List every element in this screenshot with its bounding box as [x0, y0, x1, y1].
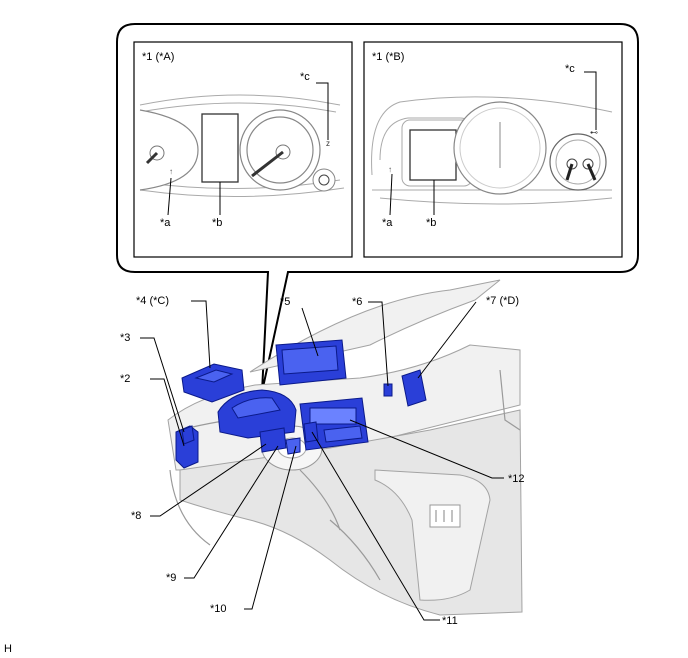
panel-a-callout-a: *a [160, 217, 171, 229]
panel-a: *1 (*A) ↑ z *a *b *c [133, 41, 353, 258]
panel-b-title: *1 (*B) [372, 51, 404, 63]
part-9-label: *9 [166, 572, 176, 584]
vehicle-interior [167, 279, 523, 616]
svg-text:↑: ↑ [169, 167, 173, 176]
part-6-label: *6 [352, 296, 362, 308]
parts-highlighted [175, 339, 427, 469]
svg-text:↑: ↑ [388, 165, 392, 174]
speedometer-left-gauge [139, 109, 199, 191]
panel-a-title: *1 (*A) [142, 51, 174, 63]
panel-a-callout-c: *c [300, 71, 310, 83]
part-12-label: *12 [508, 473, 525, 485]
part-7-label: *7 (*D) [486, 295, 519, 307]
multi-information-display [201, 113, 239, 183]
panel-b-callout-c: *c [565, 63, 575, 75]
multi-information-display [409, 129, 457, 181]
panel-b-callout-a: *a [382, 217, 393, 229]
part-4-label: *4 (*C) [136, 295, 169, 307]
sub-meter [549, 133, 607, 191]
part-leaders [140, 300, 504, 621]
panel-b-callout-b: *b [426, 217, 436, 229]
panel-b: *1 (*B) ↑ ⊷ *a *b *c [363, 41, 623, 258]
part-5-label: *5 [280, 296, 290, 308]
panel-a-callout-b: *b [212, 217, 222, 229]
svg-text:⊷: ⊷ [590, 128, 598, 137]
svg-text:z: z [326, 139, 330, 148]
part-10-label: *10 [210, 603, 227, 615]
figure-code: H [4, 643, 12, 655]
part-3-label: *3 [120, 332, 130, 344]
part-7-shape [401, 369, 427, 407]
part-8-label: *8 [131, 510, 141, 522]
part-2-label: *2 [120, 373, 130, 385]
part-11-label: *11 [442, 615, 458, 627]
part-3-shape [181, 425, 195, 445]
part-8-shape [259, 427, 287, 453]
